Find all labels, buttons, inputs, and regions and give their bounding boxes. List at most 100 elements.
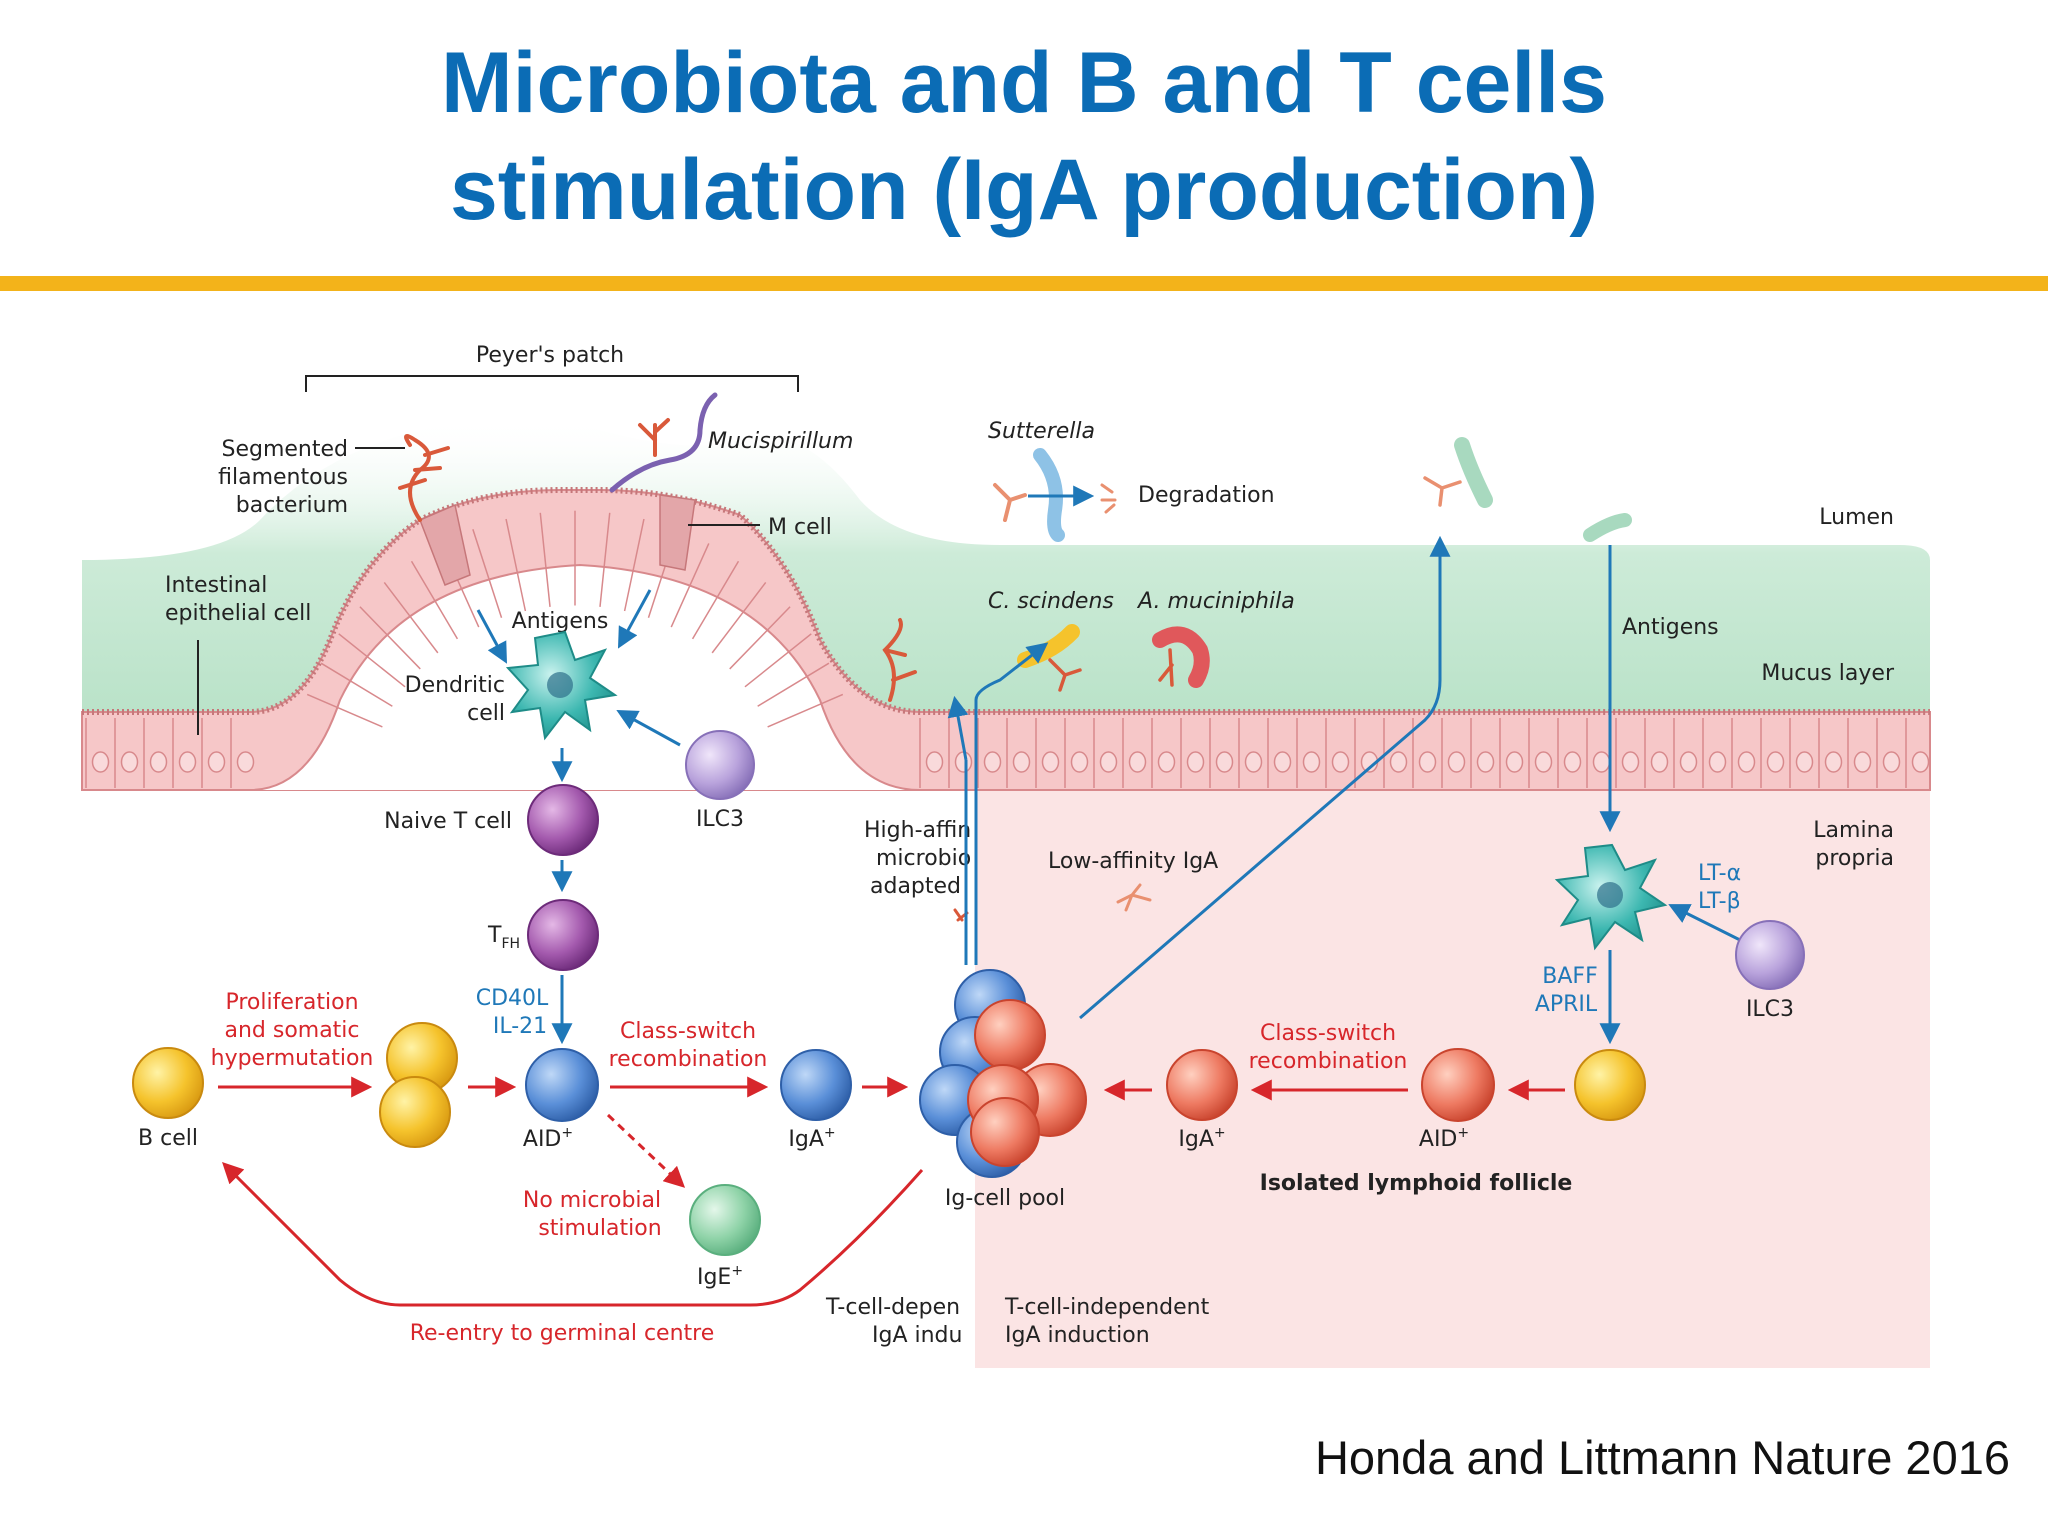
t-dep-label-1: T-cell-depen	[825, 1295, 960, 1320]
epithelial-nucleus	[1882, 751, 1901, 773]
iec-label-1: Intestinal	[165, 573, 267, 598]
upper-right-antigen	[1423, 476, 1462, 507]
upper-right-bacterium	[1454, 437, 1493, 508]
ilc3-right-cell	[1735, 920, 1805, 990]
epithelial-nucleus	[1679, 751, 1698, 773]
reentry-arrow	[222, 1162, 924, 1307]
naive-t-cell	[527, 784, 599, 856]
dc-label-1: Dendritic	[405, 673, 505, 698]
dendritic-nucleus-right	[1597, 882, 1623, 908]
a-muciniphila-label: A. muciniphila	[1136, 589, 1295, 614]
dome-cell-border	[338, 633, 406, 688]
lamina-label-2: propria	[1815, 846, 1894, 871]
lamina-label-1: Lamina	[1813, 818, 1894, 843]
peyers-patch-bracket	[305, 375, 799, 392]
degraded-fragments	[1100, 483, 1117, 514]
high-aff-line-c	[947, 695, 969, 761]
title-line-1: Microbiota and B and T cells	[441, 35, 1607, 131]
sutterella-bacterium	[1033, 448, 1065, 542]
low-aff-to-lumen-arrow	[1079, 535, 1451, 1020]
iga-right-cell	[1166, 1049, 1238, 1121]
m-cell-left	[419, 503, 471, 586]
sfb-label-1: Segmented	[222, 437, 349, 462]
antigen-arrow-a	[476, 609, 507, 664]
dome-cell-border	[691, 560, 740, 640]
dome-cell-border	[711, 581, 767, 654]
dome-cell-border	[306, 693, 383, 728]
lumen-bacterium-right	[1583, 513, 1632, 542]
mucispirillum-antigen	[638, 418, 670, 457]
epithelial-nucleus	[1215, 751, 1234, 773]
naive-t-cell-label: Naive T cell	[384, 809, 512, 834]
dome-cell-border	[599, 512, 611, 607]
iga-right-label: IgA+	[1178, 1125, 1225, 1152]
dome-cell-border	[410, 560, 459, 640]
epithelial-nuclei	[91, 751, 1930, 773]
epithelial-nucleus	[1621, 751, 1640, 773]
epithelial-nucleus	[120, 751, 139, 773]
mucispirillum-bacterium	[609, 392, 718, 493]
slide-title: Microbiota and B and T cells stimulation…	[0, 30, 2048, 244]
b-cell-right	[1574, 1049, 1646, 1121]
c-scindens-antigen	[1048, 658, 1082, 692]
high-aff-line-b	[974, 642, 1049, 965]
lt-beta-label: LT-β	[1698, 889, 1741, 914]
epithelial-nucleus	[1447, 751, 1466, 773]
a-muciniphila-bacterium	[1152, 626, 1210, 688]
dome-cell-border	[383, 581, 439, 654]
epithelial-nucleus	[954, 751, 973, 773]
epithelial-nucleus	[1534, 751, 1553, 773]
epithelial-nucleus	[1331, 751, 1350, 773]
csr-left-label-1: Class-switch	[620, 1019, 756, 1044]
dome-cell-border	[670, 543, 710, 628]
epithelial-nucleus	[1824, 751, 1843, 773]
lumen-label: Lumen	[1819, 505, 1894, 530]
dendritic-nucleus-left	[547, 672, 573, 698]
aid-to-ige-arrow	[606, 1113, 686, 1188]
ige-label: IgE+	[697, 1263, 743, 1290]
low-aff-label: Low-affinity IgA	[1048, 849, 1218, 874]
c-scindens-label: C. scindens	[988, 589, 1114, 614]
t-dep-label-2: IgA indu	[872, 1323, 962, 1348]
epithelial-nucleus	[1070, 751, 1089, 773]
brush-border	[82, 487, 1930, 715]
tfh-label: TFH	[487, 923, 520, 952]
epithelial-nucleus	[178, 751, 197, 773]
prolif-label-2: and somatic	[224, 1018, 359, 1043]
epithelial-nucleus	[236, 751, 255, 773]
epithelial-nucleus	[1650, 751, 1669, 773]
dome-cell-border	[729, 606, 791, 670]
epithelial-nucleus	[1708, 751, 1727, 773]
pool-red-cell-1	[974, 999, 1046, 1071]
ilc3-right-label: ILC3	[1746, 997, 1794, 1022]
epithelial-nucleus	[983, 751, 1002, 773]
dome-cell-border	[505, 518, 527, 612]
t-indep-label-1: T-cell-independent	[1004, 1295, 1210, 1320]
cd40l-label: CD40L	[476, 986, 549, 1011]
iga-left-label: IgA+	[788, 1125, 835, 1152]
epithelial-nucleus	[1911, 751, 1930, 773]
dome-cell-border	[757, 662, 830, 707]
tfh-cell	[527, 899, 599, 971]
high-aff-label-3: adapted	[870, 874, 961, 899]
epithelial-nucleus	[925, 751, 944, 773]
prolif-label-3: hypermutation	[211, 1046, 374, 1071]
dome-cell-border	[472, 529, 503, 618]
epithelial-nucleus	[1157, 751, 1176, 773]
epithelial-nucleus	[1592, 751, 1611, 773]
ilc3-left-cell	[685, 730, 755, 800]
sfb-fragment-mucus	[882, 618, 917, 702]
b-cell-label: B cell	[138, 1126, 198, 1151]
epithelial-nucleus	[1273, 751, 1292, 773]
pool-red-cell-4	[970, 1097, 1040, 1167]
antigens-right-label: Antigens	[1622, 615, 1719, 640]
iec-label-2: epithelial cell	[165, 601, 311, 626]
epithelial-nucleus	[149, 751, 168, 773]
degradation-label: Degradation	[1138, 483, 1275, 508]
lt-alpha-label: LT-α	[1698, 861, 1741, 886]
left-clipped-labels: High-affin microbio adapted T-cell-depen…	[825, 818, 971, 1348]
prolif-label-1: Proliferation	[225, 990, 358, 1015]
epithelial-nucleus	[1302, 751, 1321, 773]
epithelial-nucleus	[1012, 751, 1031, 773]
